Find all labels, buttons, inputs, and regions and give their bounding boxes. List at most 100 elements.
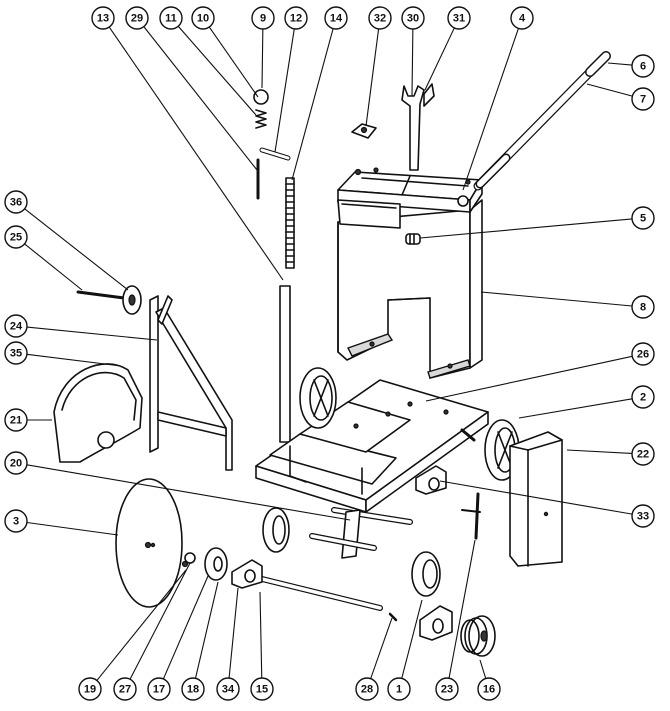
callout-11: 11 bbox=[159, 6, 183, 30]
callout-leader-25 bbox=[24, 243, 83, 291]
callout-label: 4 bbox=[519, 13, 526, 25]
callout-leader-20 bbox=[26, 464, 351, 521]
callout-circle bbox=[631, 295, 655, 319]
callout-circle bbox=[401, 6, 425, 30]
callout-leader-24 bbox=[26, 326, 158, 341]
callout-leader-15 bbox=[259, 591, 263, 679]
callout-12: 12 bbox=[284, 6, 308, 30]
callout-leader-19 bbox=[96, 569, 187, 681]
callout-label: 20 bbox=[10, 458, 22, 470]
callout-30: 30 bbox=[401, 6, 425, 30]
callout-leader-14 bbox=[291, 28, 334, 181]
callout-leader-36 bbox=[24, 208, 129, 291]
callout-leader-16 bbox=[479, 659, 487, 679]
callout-label: 6 bbox=[640, 61, 646, 73]
callout-circle bbox=[191, 6, 215, 30]
callout-10: 10 bbox=[191, 6, 215, 30]
callout-15: 15 bbox=[250, 677, 274, 701]
part-drive-pulley bbox=[460, 615, 496, 657]
callout-28: 28 bbox=[355, 677, 379, 701]
callout-34: 34 bbox=[216, 677, 240, 701]
callout-circle bbox=[477, 677, 501, 701]
part-guard-pulley bbox=[76, 285, 142, 315]
part-blade bbox=[115, 478, 183, 608]
callout-2: 2 bbox=[631, 385, 655, 409]
callout-label: 27 bbox=[119, 684, 131, 696]
part-pin bbox=[461, 492, 481, 540]
callout-7: 7 bbox=[631, 87, 655, 111]
callout-label: 5 bbox=[640, 213, 646, 225]
callout-circle bbox=[510, 6, 534, 30]
callout-circle bbox=[4, 190, 28, 214]
callout-leader-13 bbox=[108, 26, 284, 281]
callout-label: 16 bbox=[483, 684, 495, 696]
callout-leader-1 bbox=[401, 599, 423, 679]
callout-22: 22 bbox=[631, 442, 655, 466]
callout-circle bbox=[435, 677, 459, 701]
callout-leader-26 bbox=[425, 355, 633, 402]
callout-label: 10 bbox=[197, 13, 209, 25]
callout-31: 31 bbox=[447, 6, 471, 30]
callout-24: 24 bbox=[4, 314, 28, 338]
callout-18: 18 bbox=[181, 677, 205, 701]
callout-leader-34 bbox=[228, 587, 239, 679]
callout-label: 2 bbox=[640, 392, 646, 404]
callout-leader-2 bbox=[518, 398, 633, 419]
callout-leader-8 bbox=[480, 291, 633, 307]
part-long-post bbox=[279, 285, 291, 443]
callout-leader-28 bbox=[370, 617, 393, 679]
callout-circle bbox=[387, 677, 411, 701]
callout-label: 18 bbox=[187, 684, 199, 696]
callout-circle bbox=[631, 442, 655, 466]
callout-circle bbox=[4, 408, 28, 432]
callout-label: 28 bbox=[361, 684, 373, 696]
callout-label: 17 bbox=[153, 684, 165, 696]
part-guard-arm bbox=[149, 295, 233, 471]
callout-6: 6 bbox=[631, 54, 655, 78]
callout-label: 36 bbox=[10, 197, 22, 209]
callout-leader-12 bbox=[274, 28, 295, 153]
callout-leader-18 bbox=[194, 581, 219, 679]
callout-label: 25 bbox=[10, 232, 22, 244]
callout-circle bbox=[631, 54, 655, 78]
callout-circle bbox=[4, 225, 28, 249]
callout-33: 33 bbox=[631, 504, 655, 528]
callout-label: 26 bbox=[637, 349, 649, 361]
callout-label: 19 bbox=[84, 684, 96, 696]
callout-label: 15 bbox=[256, 684, 268, 696]
callout-circle bbox=[251, 6, 275, 30]
callout-circle bbox=[631, 87, 655, 111]
callout-23: 23 bbox=[435, 677, 459, 701]
callout-circle bbox=[216, 677, 240, 701]
callout-circle bbox=[631, 504, 655, 528]
callout-label: 32 bbox=[374, 13, 386, 25]
callout-circle bbox=[147, 677, 171, 701]
callout-circle bbox=[113, 677, 137, 701]
callout-label: 30 bbox=[407, 13, 419, 25]
callout-4: 4 bbox=[510, 6, 534, 30]
callout-circle bbox=[125, 6, 149, 30]
part-bearing-block-lower bbox=[419, 605, 453, 641]
callout-leader-3 bbox=[26, 521, 119, 536]
callout-leader-29 bbox=[143, 26, 258, 171]
callout-circle bbox=[447, 6, 471, 30]
part-base-plate bbox=[255, 379, 489, 513]
callout-1: 1 bbox=[387, 677, 411, 701]
callout-circle bbox=[78, 677, 102, 701]
callout-35: 35 bbox=[4, 341, 28, 365]
callout-label: 14 bbox=[330, 13, 343, 25]
callout-circle bbox=[4, 509, 28, 533]
callout-label: 23 bbox=[441, 684, 453, 696]
callout-leader-31 bbox=[424, 27, 455, 91]
callout-label: 13 bbox=[97, 13, 109, 25]
part-knob-assembly bbox=[253, 89, 291, 200]
part-small-bracket bbox=[351, 123, 377, 139]
callout-leader-22 bbox=[566, 449, 633, 454]
callout-circle bbox=[368, 6, 392, 30]
callout-36: 36 bbox=[4, 190, 28, 214]
part-blade-guard bbox=[53, 363, 143, 463]
callout-circle bbox=[631, 342, 655, 366]
callout-20: 20 bbox=[4, 451, 28, 475]
callout-label: 11 bbox=[165, 13, 177, 25]
